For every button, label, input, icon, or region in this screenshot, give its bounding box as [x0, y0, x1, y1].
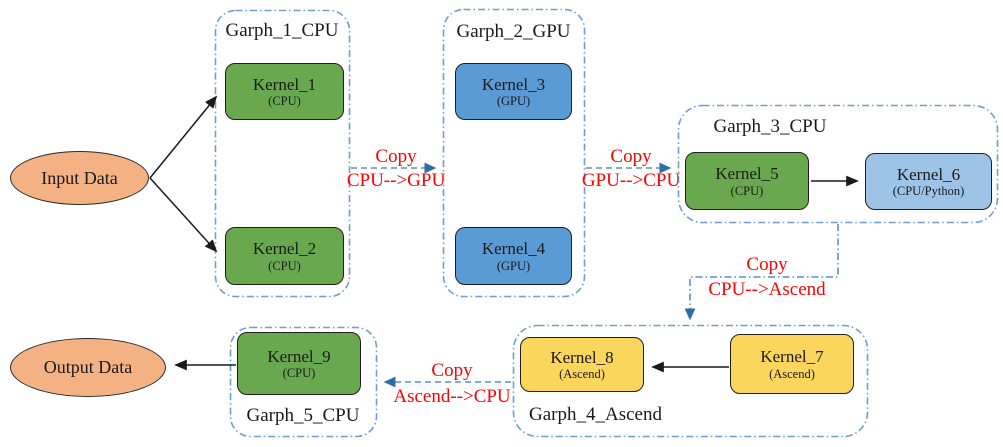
copy-label-cpu-gpu: Copy CPU-->GPU [330, 145, 462, 193]
copy-label-cpu-ascend: Copy CPU-->Ascend [693, 252, 841, 302]
output-data-label: Output Data [43, 357, 133, 377]
kernel-1-node: Kernel_1 (CPU) [225, 63, 344, 120]
edge-input-to-kernel2 [149, 177, 218, 253]
kernel-3-device: (GPU) [496, 94, 531, 109]
kernel-5-name: Kernel_5 [715, 164, 779, 184]
kernel-4-node: Kernel_4 (GPU) [455, 227, 572, 285]
kernel-2-node: Kernel_2 (CPU) [225, 227, 344, 285]
kernel-4-name: Kernel_4 [481, 239, 546, 259]
group-box-garph-3-cpu [677, 104, 999, 224]
kernel-6-name: Kernel_6 [896, 164, 961, 184]
kernel-3-name: Kernel_3 [481, 74, 546, 94]
copy-label-cpu-gpu-line2: CPU-->GPU [346, 170, 446, 191]
kernel-5-node: Kernel_5 (CPU) [685, 152, 809, 210]
copy-label-cpu-ascend-line2: CPU-->Ascend [708, 279, 826, 300]
group-box-garph-2-gpu [442, 8, 586, 298]
group-title-garph-3-cpu: Garph_3_CPU [713, 116, 827, 137]
group-box-garph-1-cpu [214, 9, 351, 298]
group-title-garph-5-cpu: Garph_5_CPU [246, 405, 360, 426]
copy-label-gpu-cpu-line2: GPU-->CPU [581, 170, 681, 191]
kernel-9-device: (CPU) [282, 366, 316, 381]
kernel-8-device: (Ascend) [559, 367, 605, 382]
kernel-9-name: Kernel_9 [267, 346, 331, 366]
copy-label-ascend-cpu: Copy Ascend-->CPU [378, 358, 526, 410]
kernel-9-node: Kernel_9 (CPU) [237, 332, 361, 395]
kernel-2-device: (CPU) [268, 258, 301, 273]
kernel-3-node: Kernel_3 (GPU) [455, 63, 572, 120]
edge-copy-cpu-to-ascend [684, 224, 839, 321]
copy-label-ascend-cpu-line1: Copy [431, 360, 473, 381]
copy-label-cpu-ascend-line1: Copy [746, 254, 788, 275]
copy-label-ascend-cpu-line2: Ascend-->CPU [393, 386, 511, 407]
output-data-node: Output Data [10, 338, 166, 397]
copy-label-gpu-cpu-line1: Copy [610, 146, 652, 167]
kernel-1-device: (CPU) [268, 94, 301, 109]
copy-label-gpu-cpu: Copy GPU-->CPU [565, 145, 697, 193]
kernel-1-name: Kernel_1 [252, 74, 317, 94]
kernel-8-node: Kernel_8 (Ascend) [520, 337, 644, 392]
input-data-label: Input Data [41, 167, 118, 188]
kernel-4-device: (GPU) [496, 258, 531, 273]
kernel-6-node: Kernel_6 (CPU/Python) [865, 153, 992, 210]
kernel-7-node: Kernel_7 (Ascend) [730, 334, 854, 394]
input-data-node: Input Data [10, 151, 149, 205]
group-box-garph-4-ascend [512, 324, 869, 438]
group-title-garph-2-gpu: Garph_2_GPU [456, 21, 571, 42]
group-title-garph-4-ascend: Garph_4_Ascend [529, 404, 662, 425]
kernel-5-device: (CPU) [730, 183, 764, 198]
kernel-7-name: Kernel_7 [760, 347, 824, 367]
group-title-garph-1-cpu: Garph_1_CPU [225, 20, 339, 41]
kernel-8-name: Kernel_8 [550, 347, 614, 367]
kernel-2-name: Kernel_2 [252, 239, 317, 259]
group-box-garph-5-cpu [229, 326, 378, 438]
copy-label-cpu-gpu-line1: Copy [375, 146, 417, 167]
kernel-7-device: (Ascend) [769, 366, 815, 381]
edge-input-to-kernel1 [149, 95, 218, 179]
kernel-6-device: (CPU/Python) [892, 184, 965, 199]
